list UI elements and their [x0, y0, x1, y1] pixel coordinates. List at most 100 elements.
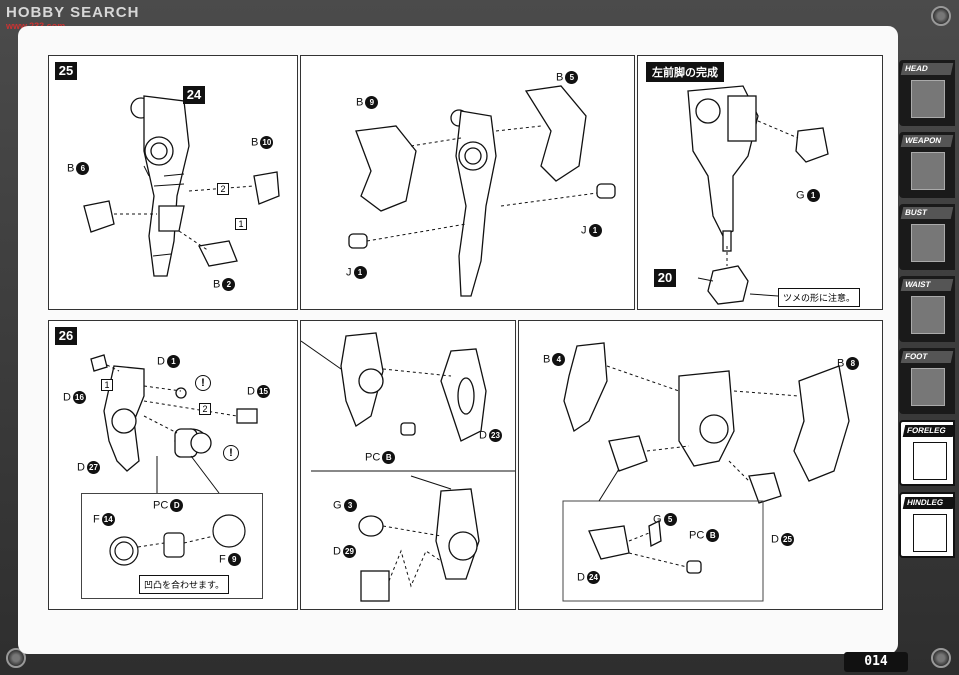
- caution-icon: !: [195, 375, 211, 391]
- hindleg-illustration: [562, 342, 850, 602]
- watermark-text: HOBBY SEARCH: [6, 4, 140, 21]
- hindleg-icon: [913, 514, 947, 552]
- sequence-box: 1: [235, 218, 247, 230]
- tab-label: FOOT: [900, 351, 954, 363]
- part-letter: J: [581, 224, 587, 237]
- tab-label: WAIST: [900, 279, 954, 291]
- detail-box: [81, 493, 263, 599]
- tab-label: HEAD: [900, 63, 954, 75]
- align-note: 凹凸を合わせます。: [139, 575, 230, 594]
- part-number: 23: [488, 429, 502, 442]
- part-letter: PC: [153, 499, 169, 512]
- tab-waist[interactable]: WAIST: [899, 276, 955, 342]
- weapon-icon: [911, 152, 945, 190]
- part-letter: B: [837, 357, 845, 370]
- step-number: 25: [55, 62, 77, 80]
- foot-icon: [911, 368, 945, 406]
- leg-armor-illustration: [348, 85, 616, 297]
- step-number: 26: [55, 327, 77, 345]
- part-letter: D: [63, 391, 71, 404]
- part-letter: F: [93, 513, 100, 526]
- part-number: 6: [76, 162, 90, 175]
- tab-label: HINDLEG: [902, 497, 956, 509]
- head-icon: [911, 80, 945, 118]
- bolt-icon: [6, 648, 26, 668]
- part-letter: G: [333, 499, 342, 512]
- part-number: 1: [166, 355, 180, 368]
- tab-foreleg[interactable]: FORELEG: [899, 420, 956, 486]
- sequence-box: 1: [101, 379, 113, 391]
- tab-weapon[interactable]: WEAPON: [899, 132, 955, 198]
- part-number: 25: [780, 533, 794, 546]
- part-number: 3: [343, 499, 357, 512]
- part-number: 14: [101, 513, 115, 526]
- part-letter: B: [213, 278, 221, 291]
- ref-step-20: 20: [654, 269, 676, 287]
- sequence-box: 2: [217, 183, 229, 195]
- part-number: 1: [353, 266, 367, 279]
- part-letter: PC: [689, 529, 705, 542]
- part-letter: PC: [365, 451, 381, 464]
- part-letter: B: [543, 353, 551, 366]
- tab-bust[interactable]: BUST: [899, 204, 955, 270]
- completed-leg-illustration: [687, 85, 829, 305]
- part-number: 15: [256, 385, 270, 398]
- hip-joint-illustration: [301, 332, 515, 602]
- part-number: 27: [86, 461, 100, 474]
- caution-icon: !: [223, 445, 239, 461]
- part-number: 5: [663, 513, 677, 526]
- part-number: 8: [846, 357, 860, 370]
- part-number: 2: [222, 278, 236, 291]
- part-letter: D: [77, 461, 85, 474]
- part-letter: F: [219, 553, 226, 566]
- part-number: 1: [588, 224, 602, 237]
- tab-label: BUST: [900, 207, 954, 219]
- section-tabs: HEAD WEAPON BUST WAIST FOOT FORELEG HIND…: [899, 60, 957, 564]
- tab-head[interactable]: HEAD: [899, 60, 955, 126]
- bolt-icon: [931, 6, 951, 26]
- part-number: 1: [806, 189, 820, 202]
- part-letter: B: [556, 71, 564, 84]
- foreleg-icon: [913, 442, 947, 480]
- claw-note: ツメの形に注意。: [778, 288, 861, 307]
- knee-assembly-illustration: [90, 354, 258, 566]
- part-letter: B: [67, 162, 75, 175]
- part-letter: D: [577, 571, 585, 584]
- part-letter: D: [771, 533, 779, 546]
- tab-foot[interactable]: FOOT: [899, 348, 955, 414]
- part-number: 10: [260, 136, 274, 149]
- part-letter: D: [479, 429, 487, 442]
- part-number: 29: [342, 545, 356, 558]
- part-number: 16: [72, 391, 86, 404]
- part-letter: B: [251, 136, 259, 149]
- tab-hindleg[interactable]: HINDLEG: [899, 492, 956, 558]
- part-number: 9: [227, 553, 241, 566]
- completion-title: 左前脚の完成: [646, 62, 724, 82]
- sequence-box: 2: [199, 403, 211, 415]
- part-letter: D: [157, 355, 165, 368]
